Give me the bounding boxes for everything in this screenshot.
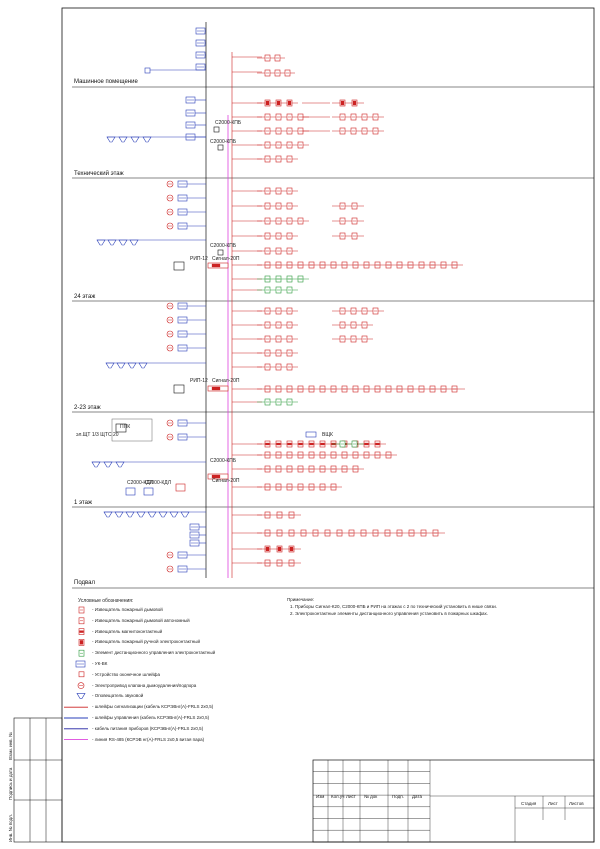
key-floor-label: эл.ЩТ 1/3 ЩТС 20 [76, 432, 119, 438]
legend-title: Условные обозначения: [78, 598, 134, 604]
rs485-box-label-3: С2000-КПБ [210, 243, 237, 249]
tb-col-podp: Подп. [392, 794, 404, 799]
legend-item: - Устройство оконечное шлейфа [92, 671, 160, 677]
legend-terminator [78, 671, 85, 678]
notes-title: Примечание: [287, 597, 315, 602]
sounder-icon [118, 239, 128, 246]
sounder-icon [138, 362, 148, 369]
manual-fill [340, 100, 345, 106]
tb-stage: Стадия [521, 801, 537, 806]
sounder-icon [142, 136, 152, 143]
kpb-box [213, 126, 220, 133]
floor-label-2-23: 2-23 этаж [74, 405, 101, 411]
signal-unit-label-3: Сигнал-20П [212, 478, 240, 484]
title-block [312, 759, 595, 843]
sounder-icon [158, 511, 168, 518]
tb-col-data: Дата [412, 794, 422, 799]
floor-label-basement: Подвал [74, 580, 95, 586]
rip-label-1: РИП-12 [190, 256, 208, 262]
rip-box [173, 261, 185, 271]
vshk-box [305, 431, 317, 438]
sounder-icon [114, 511, 124, 518]
magnet-fill [79, 630, 84, 633]
sounder-icon [106, 136, 116, 143]
sounder-icon [130, 136, 140, 143]
stamp-podpis: Подпись и дата [8, 767, 13, 800]
ppk-box [115, 423, 127, 433]
note-2: 2. Электроконтактные элементы дистанцион… [290, 611, 489, 616]
manual-fill [287, 100, 292, 106]
legend-item: - Элемент дистанционного управления элек… [92, 650, 216, 656]
legend-item: - Оповещатель звуковой [92, 693, 144, 699]
sounder-icon [103, 511, 113, 518]
tb-sheets: Листов [569, 801, 584, 806]
floor-label-1: 1 этаж [74, 500, 92, 506]
legend-item: - Электропривод клапана дымоудаления/под… [92, 682, 197, 688]
stamp-vzam: Взам. инв. № [8, 732, 13, 760]
ppk-label: ППК [120, 424, 131, 430]
sounder-icon [125, 511, 135, 518]
sounder-icon [129, 239, 139, 246]
rip-box [173, 384, 185, 394]
tb-col-doc: № док [364, 794, 378, 799]
kpb-box [217, 249, 224, 256]
manual-fill [352, 100, 357, 106]
sounder-icon [115, 461, 125, 468]
signal-unit-label-2: Сигнал-20П [212, 378, 240, 384]
legend-item: - УК-ВК [92, 661, 108, 666]
sounder-icon [118, 136, 128, 143]
rs485-box-label-2: С2000-КПБ [210, 139, 237, 145]
tb-sheet: Лист [548, 801, 558, 806]
floor-label-24: 24 этаж [74, 294, 96, 300]
sounder-icon [169, 511, 179, 518]
stamp-inv: Инв. № подл. [8, 813, 13, 842]
tb-col-izm: Изм [316, 794, 325, 799]
kdl-box [143, 487, 154, 496]
sounder-icon [76, 693, 86, 699]
sounder-icon [105, 362, 115, 369]
legend-item: - Извещатель пожарный дымовой [92, 607, 163, 612]
sounder-icon [103, 461, 113, 468]
legend-item: - кабель питания приборов (КСРЭВнг(А)-FR… [92, 725, 204, 731]
sounder-icon [107, 239, 117, 246]
side-stamp-frame [13, 717, 63, 843]
kdl-label-1: С2000-КДЛ [127, 480, 153, 486]
ppk-frame [111, 418, 153, 442]
tb-col-list: Лист [346, 794, 356, 799]
sounder-icon [147, 511, 157, 518]
legend-item: - Извещатель пожарный ручной электроконт… [92, 639, 201, 645]
kpb-box [217, 144, 224, 151]
rs485-box-label-1: С2000-КПБ [215, 120, 242, 126]
sounder-icon [96, 239, 106, 246]
manual-fill [79, 640, 84, 645]
uk-vk-small [144, 67, 151, 74]
legend-item: - Извещатель магнитоконтактный [92, 628, 163, 634]
sounder-icon [91, 461, 101, 468]
legend-item: - шлейфы управления (кабель КСРЭВнг(А)-F… [92, 715, 210, 720]
kdl-box [175, 483, 186, 492]
manual-fill [265, 100, 270, 106]
kdl-label-2: С2000-КДЛ [145, 480, 171, 486]
rip-label-2: РИП-12 [190, 378, 208, 384]
vshk-label: ВЩК [322, 432, 333, 438]
sounder-icon [116, 362, 126, 369]
rs485-box-label-4: С2000-КПБ [210, 458, 237, 464]
manual-fill [276, 100, 281, 106]
floor-label-machine-room: Машинное помещение [74, 79, 138, 85]
legend-item: - линия RS-485 (КСРЭВ нг(А)-FRLS 2х0,5 в… [92, 736, 205, 742]
sounder-icon [127, 362, 137, 369]
legend-item: - Извещатель пожарный дымовой автономный [92, 617, 190, 623]
sounder-icon [136, 511, 146, 518]
signal-unit-label-1: Сигнал-20П [212, 256, 240, 262]
floor-label-tech-floor: Технический этаж [74, 171, 124, 177]
legend-item: - шлейфы сигнализации (кабель КСРЭВнг(А)… [92, 704, 214, 710]
kdl-box [125, 487, 136, 496]
tb-col-kol: Кол.уч [331, 794, 345, 799]
sounder-icon [180, 511, 190, 518]
note-1: 1. Приборы Сигнал-К20, С2000-КПБ и РИП н… [290, 604, 498, 609]
